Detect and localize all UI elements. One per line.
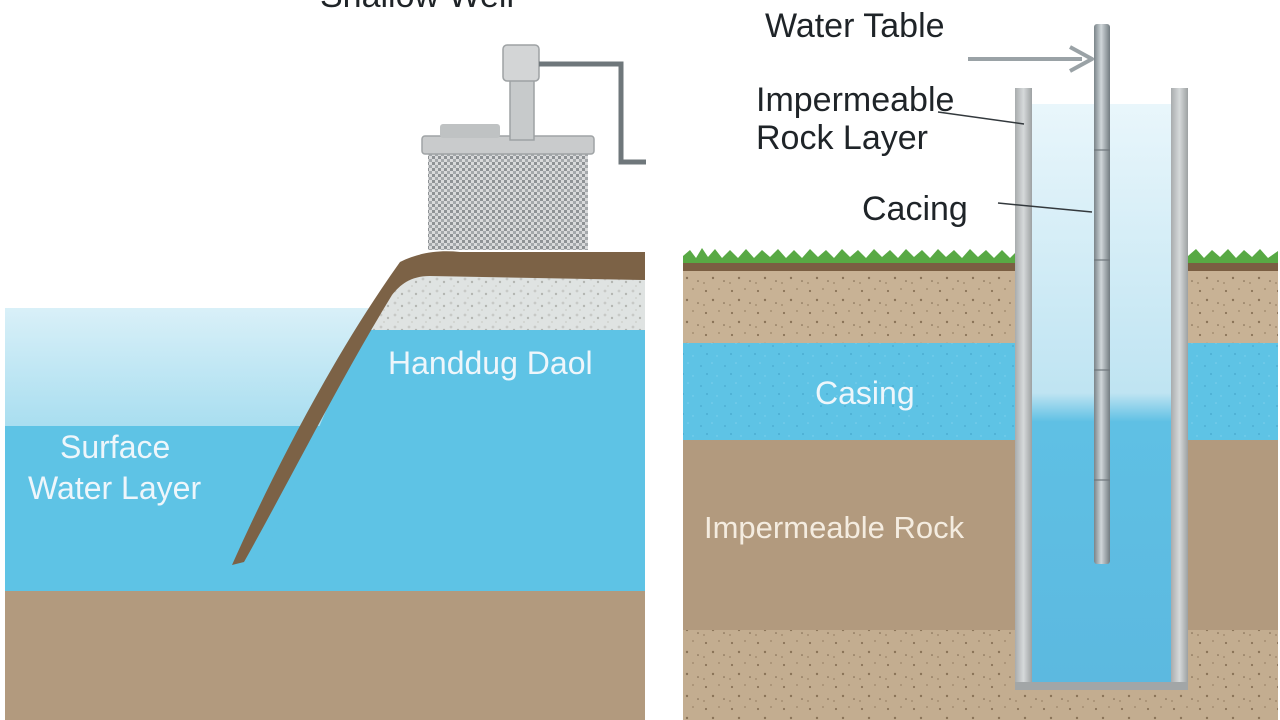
- well-house-mesh: [428, 150, 588, 250]
- surface-water-label-line2: Water Layer: [28, 470, 202, 506]
- casing-top-label: Cacing: [862, 190, 968, 228]
- pump-head: [502, 44, 540, 82]
- soil-edge-left: [683, 263, 1016, 271]
- casing-bottom: [1015, 682, 1188, 690]
- casing-band-label: Casing: [815, 375, 915, 411]
- hand-dug-pool-label: Handdug Daol: [388, 345, 593, 381]
- rock-layer-label-line2: Rock Layer: [756, 119, 928, 157]
- well-house-roof: [421, 135, 595, 155]
- central-pipe: [1094, 24, 1110, 564]
- casing-leader-line: [997, 202, 1093, 213]
- surface-water-label-line1: Surface: [60, 429, 171, 465]
- topsoil-texture: [683, 268, 1278, 343]
- casing-wall-left: [1015, 88, 1032, 688]
- impermeable-rock-label: Impermeable Rock: [704, 510, 965, 545]
- casing-wall-right: [1171, 88, 1188, 688]
- aquifer-texture: [683, 343, 1278, 440]
- earth-bank: [232, 251, 645, 566]
- rock-layer-leader-line: [937, 111, 1025, 125]
- hand-dug-pool-water: [250, 330, 645, 591]
- well-house-cap: [440, 124, 500, 138]
- pump-pipe: [539, 61, 646, 165]
- right-deep-well-panel: [683, 24, 1278, 720]
- bottom-soil-layer: [5, 591, 645, 720]
- arrow-head: [1069, 45, 1094, 73]
- water-table-label: Water Table: [765, 7, 945, 45]
- gravel-texture: [372, 272, 645, 330]
- lower-soil-texture: [683, 630, 1278, 720]
- rock-layer-label-line1: Impermeable: [756, 81, 955, 119]
- left-shallow-well-panel: [5, 44, 646, 720]
- shallow-well-title: Shallow Well: [320, 0, 514, 13]
- soil-edge-right: [1188, 263, 1278, 271]
